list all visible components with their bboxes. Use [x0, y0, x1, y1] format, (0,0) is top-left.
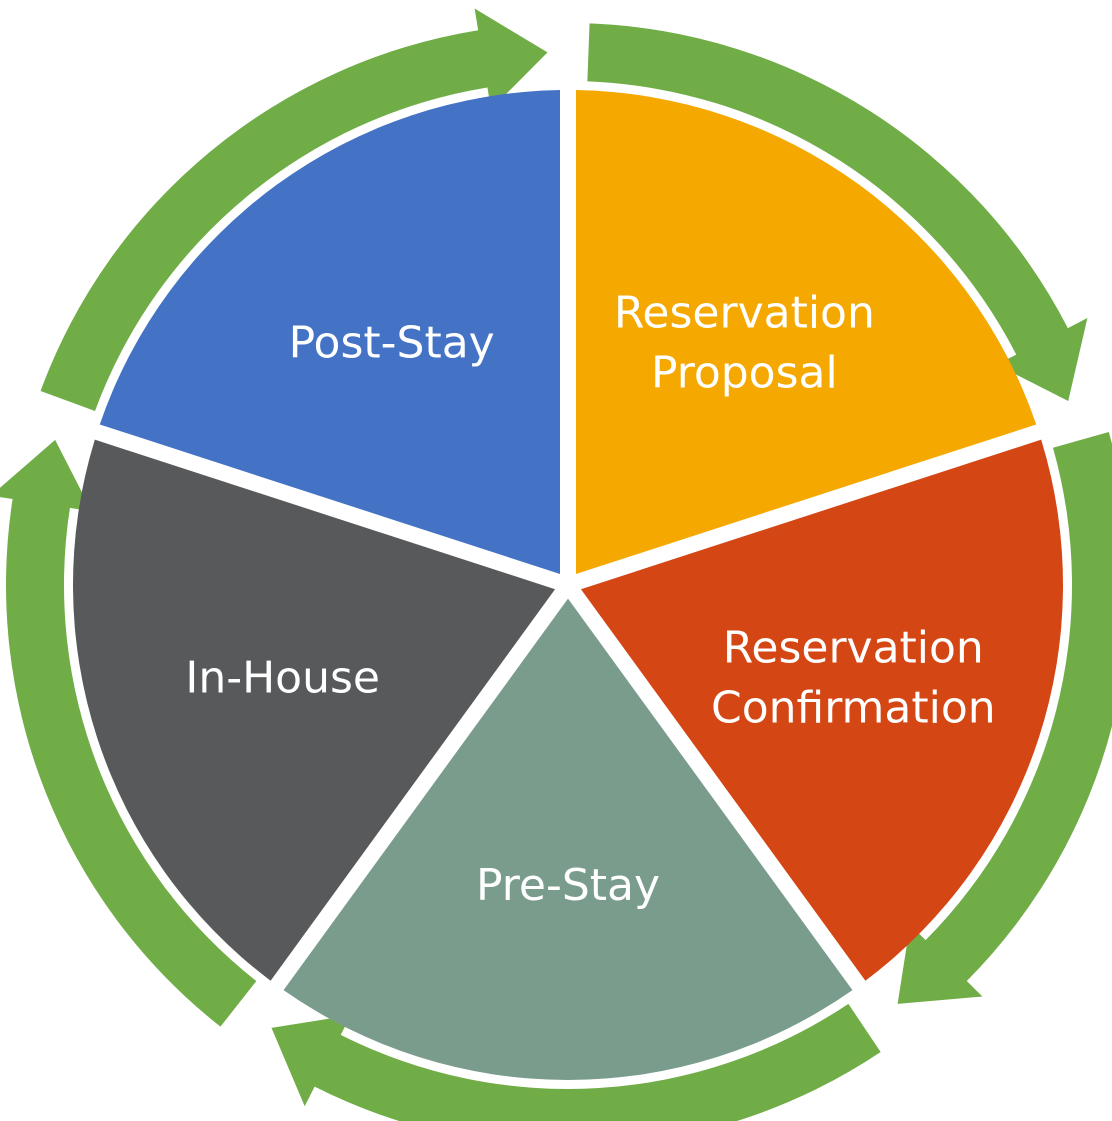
- cycle-arrow-reservation-confirmation: [897, 431, 1112, 1004]
- label-post-stay: Post-Stay: [289, 317, 495, 368]
- label-reservation-proposal-line-1: Reservation: [614, 287, 875, 338]
- label-in-house: In-House: [185, 652, 380, 703]
- label-post-stay-line-1: Post-Stay: [289, 317, 495, 368]
- cycle-arrows: [0, 8, 1112, 1121]
- segment-reservation-confirmation: [580, 439, 1063, 981]
- label-in-house-line-1: In-House: [185, 652, 380, 703]
- cycle-arrow-reservation-proposal: [587, 23, 1088, 401]
- label-reservation-proposal-line-2: Proposal: [651, 347, 838, 398]
- segment-in-house: [73, 439, 556, 981]
- label-pre-stay-line-1: Pre-Stay: [476, 860, 660, 911]
- cycle-arrow-in-house: [0, 439, 257, 1027]
- segment-pre-stay: [283, 598, 853, 1080]
- cycle-segments: [73, 90, 1063, 1080]
- label-reservation-confirmation-line-2: Confirmation: [711, 682, 996, 733]
- segment-reservation-proposal: [576, 90, 1037, 574]
- label-reservation-confirmation-line-1: Reservation: [723, 622, 984, 673]
- label-pre-stay: Pre-Stay: [476, 860, 660, 911]
- segment-post-stay: [99, 90, 560, 574]
- cycle-arrow-post-stay: [40, 8, 548, 411]
- cycle-arrow-pre-stay: [271, 1003, 881, 1121]
